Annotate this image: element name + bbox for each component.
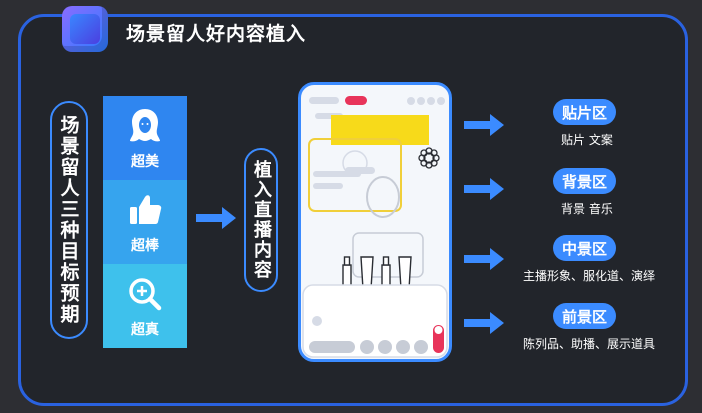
target-block-great: 超棒 [103, 180, 187, 264]
target-label-real: 超真 [131, 322, 159, 338]
goals-pill-text: 场景留人三种目标预期 [57, 115, 80, 325]
zone-foreground: 前景区 [553, 303, 617, 329]
target-label-beautiful: 超美 [131, 154, 159, 170]
target-label-great: 超棒 [131, 238, 159, 254]
zone-sticker: 贴片区 [553, 99, 617, 125]
arrow-right-icon [464, 114, 504, 136]
zone-background: 背景区 [553, 168, 617, 194]
target-block-real: 超真 [103, 264, 187, 348]
logo-square-icon [62, 6, 108, 52]
arrow-right-icon [464, 248, 504, 270]
zone-sticker-desc: 贴片 文案 [561, 133, 613, 147]
page-title: 场景留人好内容植入 [126, 23, 307, 45]
arrow-right-icon [464, 312, 504, 334]
arrow-right-icon [196, 207, 236, 229]
target-block-beautiful: 超美 [103, 96, 187, 180]
phone-screen [302, 96, 448, 358]
arrow-right-icon [464, 178, 504, 200]
zone-middle-desc: 主播形象、服化道、演绎 [523, 269, 656, 283]
thumbs-up-icon [130, 195, 162, 224]
content-pill: 植入直播内容 [244, 148, 278, 292]
target-column: 超美 超棒 超真 [103, 96, 187, 348]
zone-background-desc: 背景 音乐 [561, 202, 613, 216]
woman-face-icon [130, 109, 160, 142]
magnifier-plus-icon [129, 278, 162, 311]
zone-middle: 中景区 [553, 235, 617, 261]
zone-foreground-desc: 陈列品、助播、展示道具 [523, 337, 656, 351]
goals-pill: 场景留人三种目标预期 [50, 101, 88, 339]
content-pill-text: 植入直播内容 [251, 160, 272, 280]
phone-mockup [298, 82, 452, 362]
